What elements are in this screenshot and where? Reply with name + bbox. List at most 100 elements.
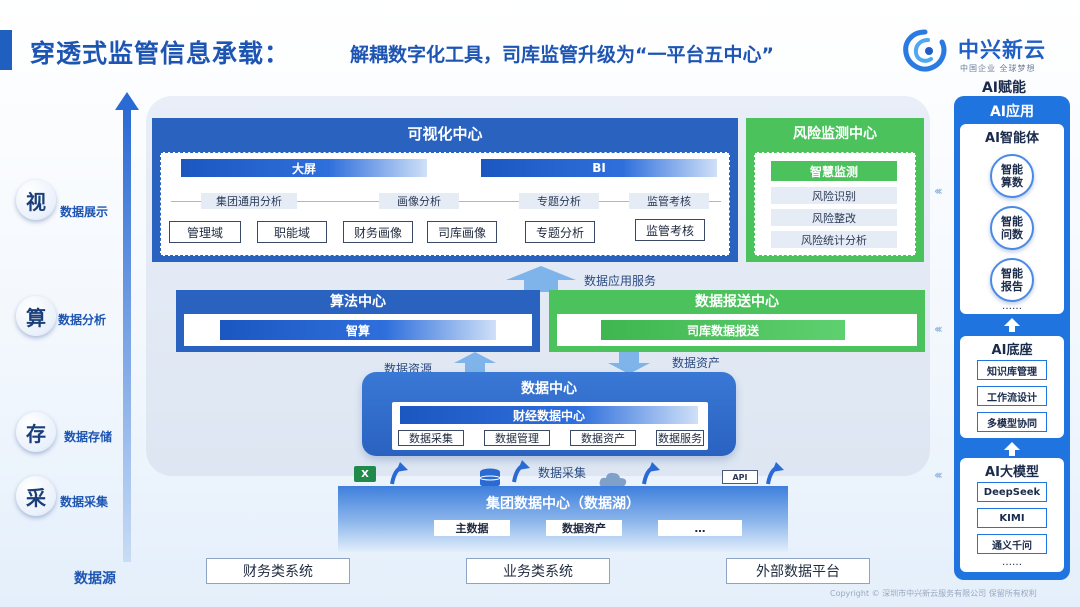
logo-tagline: 中国企业 全球梦想	[960, 64, 1036, 73]
tag-portrait-analysis: 画像分析	[379, 193, 459, 209]
smart-query-line1: 智能	[1001, 215, 1023, 228]
smart-calc-line1: 智能	[1001, 163, 1023, 176]
kimi-button[interactable]: KIMI	[977, 508, 1047, 528]
external-data-platform-box[interactable]: 外部数据平台	[726, 558, 870, 584]
data-center-title: 数据中心	[521, 381, 577, 397]
tag-group-analysis: 集团通用分析	[201, 193, 297, 209]
ai-app-title: AI应用	[989, 104, 1035, 120]
cloud-icon	[599, 472, 627, 487]
data-service-button[interactable]: 数据服务	[656, 430, 704, 446]
page-subtitle: 解耦数字化工具，司库监管升级为“一平台五中心”	[350, 44, 774, 66]
visualization-center-title: 可视化中心	[407, 124, 483, 143]
data-lake-title: 集团数据中心（数据湖）	[486, 496, 640, 512]
up-arrow-icon	[1004, 442, 1020, 456]
up-curve-arrow-icon	[390, 462, 408, 485]
data-report-center: 数据报送中心 司库数据报送	[549, 290, 925, 352]
data-center-body: 财经数据中心 数据采集 数据管理 数据资产 数据服务	[392, 402, 708, 450]
data-asset-button[interactable]: 数据资产	[570, 430, 636, 446]
up-curve-arrow-icon	[642, 462, 660, 485]
business-system-box[interactable]: 业务类系统	[466, 558, 610, 584]
lake-more-button[interactable]: …	[658, 520, 742, 536]
master-data-button[interactable]: 主数据	[434, 520, 510, 536]
knowledge-base-button[interactable]: 知识库管理	[977, 360, 1047, 380]
logo-name: 中兴新云	[958, 38, 1046, 62]
smart-report-agent[interactable]: 智能 报告	[990, 258, 1034, 302]
vertical-axis-arrow-icon	[115, 92, 139, 562]
big-screen-bar: 大屏	[181, 159, 427, 177]
finance-system-box[interactable]: 财务类系统	[206, 558, 350, 584]
ai-model-box: AI大模型 DeepSeek KIMI 通义千问 ……	[960, 458, 1064, 572]
api-icon: API	[722, 470, 758, 484]
smart-query-line2: 问数	[1001, 228, 1023, 241]
data-manage-button[interactable]: 数据管理	[484, 430, 550, 446]
workflow-design-button[interactable]: 工作流设计	[977, 386, 1047, 406]
title-accent-bar	[0, 30, 12, 70]
ai-model-title: AI大模型	[985, 464, 1039, 480]
smart-monitor-bar: 智慧监测	[771, 161, 897, 181]
risk-monitor-center: 风险监测中心 智慧监测 风险识别 风险整改 风险统计分析	[746, 118, 924, 262]
storage-layer-label: 数据存储	[64, 430, 113, 444]
ai-empower-title: AI赋能	[981, 80, 1027, 96]
treasury-report-bar: 司库数据报送	[601, 320, 845, 340]
up-curve-arrow-icon	[766, 462, 784, 485]
algorithm-center: 算法中心 智算	[176, 290, 540, 352]
lake-data-asset-button[interactable]: 数据资产	[546, 520, 622, 536]
supervision-button[interactable]: 监管考核	[635, 219, 705, 241]
display-layer-label: 数据展示	[60, 205, 109, 219]
storage-layer-badge: 存	[16, 412, 56, 452]
smart-query-agent[interactable]: 智能 问数	[990, 206, 1034, 250]
smart-calc-agent[interactable]: 智能 算数	[990, 154, 1034, 198]
up-arrow-icon	[506, 266, 576, 292]
treasury-portrait-button[interactable]: 司库画像	[427, 221, 497, 243]
group-data-lake: 集团数据中心（数据湖） 主数据 数据资产 …	[338, 486, 788, 552]
finance-portrait-button[interactable]: 财务画像	[343, 221, 413, 243]
tag-topic-analysis: 专题分析	[519, 193, 599, 209]
collection-layer-label: 数据采集	[60, 495, 109, 509]
data-report-center-body: 司库数据报送	[557, 314, 917, 346]
finance-data-center-bar: 财经数据中心	[400, 406, 698, 424]
up-arrow-icon	[1004, 318, 1020, 332]
topic-analysis-button[interactable]: 专题分析	[525, 221, 595, 243]
collection-layer-badge: 采	[16, 476, 56, 516]
down-arrow-icon	[608, 352, 650, 374]
chevron-left-icon: ‹‹‹	[934, 184, 943, 198]
display-layer-badge: 视	[16, 180, 56, 220]
ai-agent-more: ……	[1002, 300, 1022, 312]
analysis-layer-badge: 算	[16, 296, 56, 336]
data-collect-flow-label: 数据采集	[538, 466, 587, 480]
tag-supervision: 监管考核	[629, 193, 709, 209]
function-domain-button[interactable]: 职能域	[257, 221, 327, 243]
risk-statistics-item[interactable]: 风险统计分析	[771, 231, 897, 248]
data-collect-button[interactable]: 数据采集	[398, 430, 464, 446]
analysis-layer-label: 数据分析	[58, 313, 107, 327]
multi-model-button[interactable]: 多模型协同	[977, 412, 1047, 432]
up-curve-arrow-icon	[512, 460, 530, 483]
deepseek-button[interactable]: DeepSeek	[977, 482, 1047, 502]
algorithm-center-body: 智算	[184, 314, 532, 346]
excel-icon: X	[354, 466, 376, 482]
risk-monitor-title: 风险监测中心	[793, 126, 877, 142]
ai-agent-title: AI智能体	[985, 130, 1039, 146]
smart-compute-bar: 智算	[220, 320, 496, 340]
data-center: 数据中心 财经数据中心 数据采集 数据管理 数据资产 数据服务	[362, 372, 736, 456]
tongyi-button[interactable]: 通义千问	[977, 534, 1047, 554]
database-icon	[479, 468, 501, 488]
ai-panel: AI应用 AI智能体 智能 算数 智能 问数 智能 报告 …… AI底座 知识库…	[954, 96, 1070, 580]
management-domain-button[interactable]: 管理域	[169, 221, 241, 243]
bi-bar: BI	[481, 159, 717, 177]
data-source-label: 数据源	[74, 571, 116, 587]
risk-monitor-body: 智慧监测 风险识别 风险整改 风险统计分析	[754, 152, 916, 256]
visualization-center: 可视化中心 大屏 BI 集团通用分析 画像分析 专题分析 监管考核 管理域 职能…	[152, 118, 738, 262]
risk-rectify-item[interactable]: 风险整改	[771, 209, 897, 226]
ai-base-title: AI底座	[991, 342, 1033, 358]
page-title: 穿透式监管信息承载：	[30, 39, 291, 68]
ai-base-box: AI底座 知识库管理 工作流设计 多模型协同	[960, 336, 1064, 438]
visualization-center-body: 大屏 BI 集团通用分析 画像分析 专题分析 监管考核 管理域 职能域 财务画像…	[160, 152, 730, 256]
data-report-center-title: 数据报送中心	[695, 294, 779, 310]
chevron-left-icon: ‹‹‹	[934, 468, 943, 482]
smart-report-line1: 智能	[1001, 267, 1023, 280]
risk-identify-item[interactable]: 风险识别	[771, 187, 897, 204]
copyright-text: Copyright © 深圳市中兴新云服务有限公司 保留所有权利	[830, 589, 1037, 598]
data-asset-label: 数据资产	[672, 356, 721, 370]
